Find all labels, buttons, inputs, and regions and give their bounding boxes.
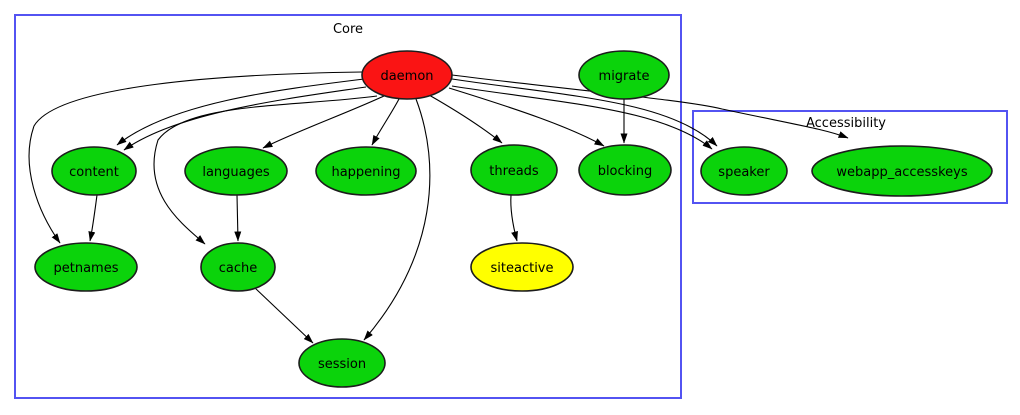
node-petnames: petnames xyxy=(34,242,138,292)
edge-daemon-content-2 xyxy=(123,86,367,151)
node-happening-label: happening xyxy=(331,165,400,180)
edge-daemon-languages xyxy=(262,95,385,149)
edge-daemon-happening xyxy=(371,98,400,146)
node-migrate-label: migrate xyxy=(599,69,650,84)
node-daemon-shape xyxy=(361,50,453,100)
node-session-shape xyxy=(298,338,386,388)
edge-daemon-speaker-1 xyxy=(451,78,718,147)
node-webapp-accesskeys-shape xyxy=(811,145,993,197)
node-daemon: daemon xyxy=(361,50,453,100)
node-speaker-shape xyxy=(700,146,788,196)
edges xyxy=(28,71,849,344)
cluster-accessibility-border xyxy=(692,110,1008,204)
node-speaker-label: speaker xyxy=(718,165,770,180)
node-languages-shape xyxy=(184,146,288,196)
cluster-accessibility: Accessibility xyxy=(692,110,1008,204)
edge-daemon-speaker-2 xyxy=(451,85,713,150)
node-cache-label: cache xyxy=(219,261,258,276)
node-threads-label: threads xyxy=(489,164,539,179)
node-siteactive: siteactive xyxy=(470,242,574,292)
cluster-core-label: Core xyxy=(333,22,363,37)
edge-daemon-content-1 xyxy=(116,78,365,146)
edge-daemon-threads xyxy=(428,94,503,144)
node-speaker: speaker xyxy=(700,146,788,196)
edge-daemon-blocking xyxy=(448,87,605,147)
node-petnames-shape xyxy=(34,242,138,292)
cluster-accessibility-label: Accessibility xyxy=(806,116,886,131)
node-content-label: content xyxy=(69,165,119,180)
node-content-shape xyxy=(51,146,137,196)
node-siteactive-shape xyxy=(470,242,574,292)
node-session-label: session xyxy=(318,357,366,372)
node-cache-shape xyxy=(200,242,276,292)
node-webapp-accesskeys: webapp_accesskeys xyxy=(811,145,993,197)
node-languages-label: languages xyxy=(202,165,270,180)
edge-threads-siteactive xyxy=(510,194,518,242)
node-daemon-label: daemon xyxy=(380,69,433,84)
node-languages: languages xyxy=(184,146,288,196)
edge-daemon-petnames xyxy=(28,71,363,244)
edge-content-petnames xyxy=(88,194,98,242)
node-cache: cache xyxy=(200,242,276,292)
node-happening: happening xyxy=(315,146,417,196)
edge-cache-session xyxy=(254,287,314,344)
node-blocking: blocking xyxy=(578,144,672,196)
node-petnames-label: petnames xyxy=(54,261,119,276)
edge-daemon-session xyxy=(363,98,431,341)
node-migrate-shape xyxy=(578,50,670,100)
node-blocking-label: blocking xyxy=(598,164,653,179)
edge-daemon-cache xyxy=(153,95,378,245)
node-content: content xyxy=(51,146,137,196)
node-threads: threads xyxy=(470,144,558,196)
node-migrate: migrate xyxy=(578,50,670,100)
node-siteactive-label: siteactive xyxy=(491,261,554,276)
node-threads-shape xyxy=(470,144,558,196)
cluster-core: Core xyxy=(14,14,682,399)
node-blocking-shape xyxy=(578,144,672,196)
node-webapp-accesskeys-label: webapp_accesskeys xyxy=(836,165,967,180)
node-happening-shape xyxy=(315,146,417,196)
edge-languages-cache xyxy=(234,194,242,242)
node-session: session xyxy=(298,338,386,388)
cluster-core-border xyxy=(14,14,682,399)
edge-daemon-webapp-accesskeys xyxy=(451,74,849,139)
